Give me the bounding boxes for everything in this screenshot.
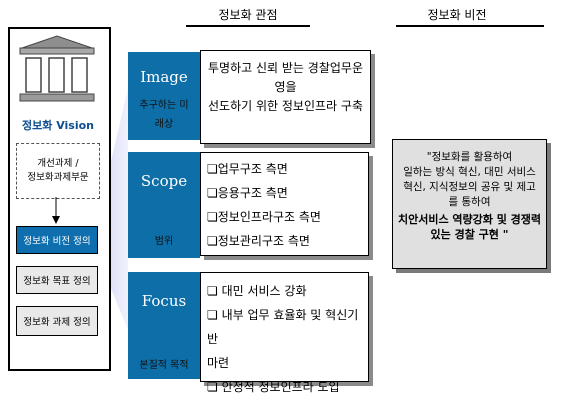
category-focus: Focus 본질적 목적 (128, 272, 200, 379)
scope-item-2: ❏응용구조 측면 (207, 186, 288, 200)
pillar-title: 정보화 Vision (22, 119, 94, 132)
scope-item-4: ❏정보관리구조 측면 (207, 234, 310, 248)
nav-task-definition[interactable]: 정보화 과제 정의 (16, 306, 98, 336)
focus-content-box: ❏ 대민 서비스 강화 ❏ 내부 업무 효율화 및 혁신기반 마련 ❏ 안정적 … (200, 272, 369, 394)
category-image-subtitle-1: 추구하는 미 (139, 100, 189, 111)
category-scope-subtitle: 범위 (154, 236, 174, 247)
perspective-header: 정보화 관점 (218, 8, 278, 22)
focus-item-2: ❏ 내부 업무 효율화 및 혁신기반 (207, 308, 359, 346)
vision-statement-box: "정보화를 활용하여 일하는 방식 혁신, 대민 서비스 혁신, 지식정보의 공… (392, 139, 547, 269)
nav-goal-definition[interactable]: 정보화 목표 정의 (16, 266, 98, 294)
focus-item-1: ❏ 대민 서비스 강화 (207, 284, 307, 298)
category-image-subtitle-2: 래상 (154, 119, 174, 130)
category-image-title: Image (140, 68, 188, 86)
improvement-task-line-1: 개선과제 / (37, 158, 79, 169)
image-content-line-2: 영을 (274, 80, 297, 94)
category-scope-title: Scope (140, 172, 188, 190)
image-content-line-3: 선도하기 위한 정보인프라 구축 (208, 99, 363, 113)
vision-header: 정보화 비전 (427, 8, 487, 22)
category-image: Image 추구하는 미 래상 (128, 52, 200, 140)
vision-line-6: 있는 경찰 구현 " (430, 228, 509, 241)
image-content-box: 투명하고 신뢰 받는 경찰업무운 영을 선도하기 위한 정보인프라 구축 (200, 50, 371, 144)
improvement-task-line-2: 정보화과제부문 (27, 172, 89, 183)
category-focus-subtitle: 본질적 목적 (139, 360, 189, 371)
vision-line-3: 혁신, 지식정보의 공유 및 제고 (403, 181, 536, 193)
vision-line-4: 를 통하여 (448, 196, 491, 208)
scope-content-box: ❏업무구조 측면 ❏응용구조 측면 ❏정보인프라구조 측면 ❏정보관리구조 측면 (200, 152, 369, 256)
scope-item-3: ❏정보인프라구조 측면 (207, 210, 321, 224)
scope-item-1: ❏업무구조 측면 (207, 162, 288, 176)
temple-icon (19, 35, 95, 102)
vision-line-1: "정보화를 활용하여 (426, 151, 513, 163)
category-scope: Scope 범위 (128, 152, 200, 258)
vision-line-5: 치안서비스 역량강화 및 경쟁력 (397, 213, 542, 226)
focus-item-2-cont: 마련 (207, 356, 230, 370)
image-content-line-1: 투명하고 신뢰 받는 경찰업무운 (208, 61, 363, 75)
category-focus-title: Focus (141, 292, 187, 310)
nav-vision-definition[interactable]: 정보화 비전 정의 (16, 226, 98, 254)
vision-header-rule (396, 25, 544, 27)
vision-line-2: 일하는 방식 혁신, 대민 서비스 (403, 166, 536, 178)
improvement-task-box: 개선과제 / 정보화과제부문 (16, 143, 100, 199)
perspective-header-rule (186, 25, 310, 27)
down-arrow-icon (52, 197, 60, 224)
